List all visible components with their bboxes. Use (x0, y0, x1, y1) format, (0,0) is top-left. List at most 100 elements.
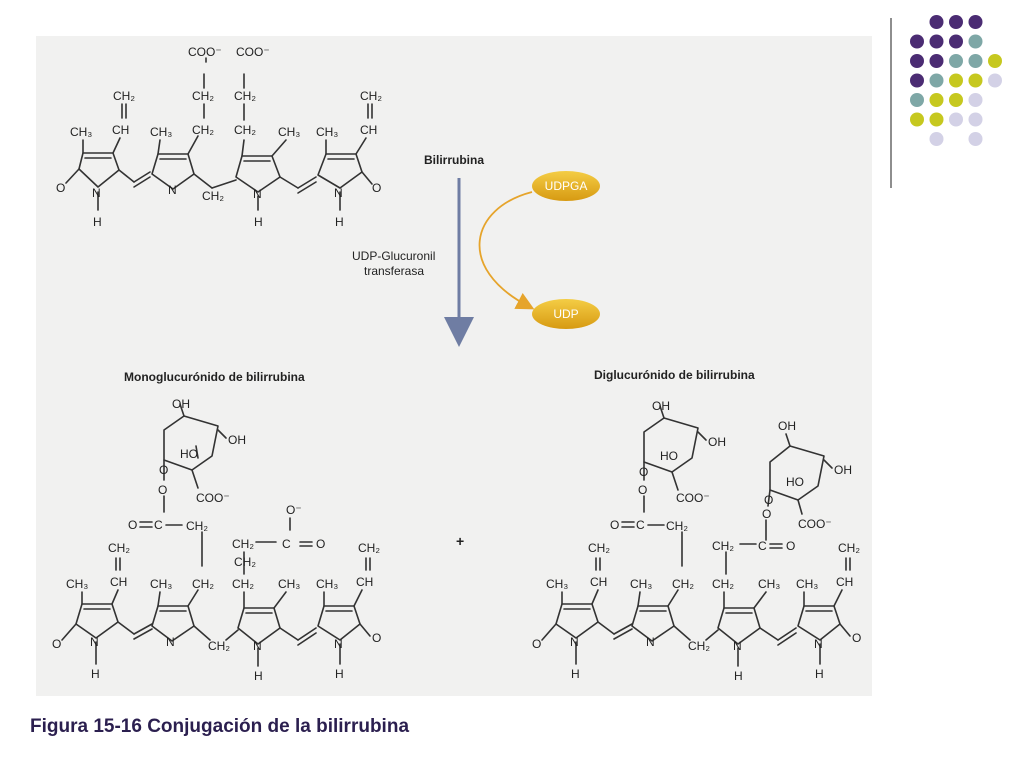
svg-text:CH₂: CH₂ (192, 89, 214, 103)
svg-text:H: H (93, 215, 102, 229)
svg-text:CH₂: CH₂ (186, 519, 208, 533)
decorative-dot (968, 112, 983, 127)
svg-text:CH: CH (590, 575, 607, 589)
decorative-dot (910, 73, 924, 88)
svg-text:HO: HO (180, 447, 198, 461)
svg-text:CH₂: CH₂ (672, 577, 694, 591)
decorative-dot (949, 73, 963, 88)
svg-text:O: O (786, 539, 795, 553)
svg-text:CH₂: CH₂ (666, 519, 688, 533)
decorative-dot (910, 54, 924, 68)
decorative-dot (910, 93, 924, 107)
svg-text:CH₂: CH₂ (234, 123, 256, 137)
svg-text:N: N (814, 637, 823, 651)
svg-text:O: O (56, 181, 65, 195)
decorative-dot (929, 15, 944, 29)
svg-text:CH: CH (112, 123, 129, 137)
svg-text:COO⁻: COO⁻ (188, 45, 222, 59)
svg-text:O: O (638, 483, 647, 497)
svg-text:O: O (159, 463, 168, 477)
svg-text:C: C (636, 518, 645, 532)
svg-text:O: O (372, 181, 381, 195)
svg-text:CH: CH (360, 123, 377, 137)
svg-text:O: O (610, 518, 619, 532)
decorative-dot (949, 54, 963, 68)
diglucuronide-structure: OH OH HO O O COO⁻ O C CH₂ OH OH HO O O C… (532, 399, 861, 683)
svg-text:O: O (764, 493, 773, 507)
svg-text:C: C (282, 537, 291, 551)
svg-text:O: O (316, 537, 325, 551)
svg-text:CH₃: CH₃ (796, 577, 818, 591)
udpga-label: UDPGA (545, 179, 588, 193)
decorative-dot (988, 73, 1002, 88)
decorative-dot (949, 93, 963, 107)
svg-text:N: N (166, 635, 175, 649)
svg-text:O: O (158, 483, 167, 497)
svg-text:CH₂: CH₂ (712, 539, 734, 553)
svg-text:CH₃: CH₃ (150, 125, 172, 139)
svg-text:O: O (762, 507, 771, 521)
svg-text:COO⁻: COO⁻ (798, 517, 832, 531)
decorative-dot (929, 73, 944, 88)
svg-text:CH₃: CH₃ (316, 577, 338, 591)
bilirrubina-label: Bilirrubina (424, 153, 484, 167)
svg-text:CH: CH (836, 575, 853, 589)
decorative-dot (929, 54, 944, 68)
svg-text:C: C (758, 539, 767, 553)
decorative-dot (929, 93, 944, 107)
svg-text:O: O (639, 465, 648, 479)
svg-text:N: N (90, 635, 99, 649)
svg-text:N: N (733, 639, 742, 653)
svg-text:CH₃: CH₃ (66, 577, 88, 591)
svg-text:CH₂: CH₂ (232, 577, 254, 591)
svg-text:OH: OH (778, 419, 796, 433)
svg-text:CH₂: CH₂ (838, 541, 860, 555)
cofactor-arrow (478, 191, 535, 310)
decorative-dot (968, 73, 983, 88)
svg-text:COO⁻: COO⁻ (196, 491, 230, 505)
decorative-dot (968, 132, 983, 146)
svg-text:CH₂: CH₂ (202, 189, 224, 203)
svg-text:OH: OH (708, 435, 726, 449)
svg-text:COO⁻: COO⁻ (676, 491, 710, 505)
svg-text:N: N (92, 186, 101, 200)
decorative-dot (968, 93, 983, 107)
svg-text:CH₂: CH₂ (358, 541, 380, 555)
svg-text:H: H (335, 667, 344, 681)
svg-text:CH: CH (356, 575, 373, 589)
enzyme-label-line1: UDP-Glucuronil (352, 249, 435, 263)
svg-text:O⁻: O⁻ (286, 503, 302, 517)
svg-text:N: N (334, 186, 343, 200)
svg-text:N: N (253, 639, 262, 653)
svg-text:CH₂: CH₂ (192, 123, 214, 137)
svg-text:H: H (91, 667, 100, 681)
udpga-pill (532, 171, 600, 201)
diglucuronide-title: Diglucurónido de bilirrubina (594, 368, 755, 382)
svg-text:C: C (154, 518, 163, 532)
svg-text:H: H (815, 667, 824, 681)
decorative-dot (949, 34, 963, 49)
monoglucuronide-title: Monoglucurónido de bilirrubina (124, 370, 305, 384)
svg-text:OH: OH (172, 397, 190, 411)
svg-text:OH: OH (834, 463, 852, 477)
svg-text:H: H (254, 669, 263, 683)
svg-text:CH₂: CH₂ (234, 89, 256, 103)
decorative-dot (968, 15, 983, 29)
svg-text:CH₂: CH₂ (712, 577, 734, 591)
svg-text:CH₃: CH₃ (278, 577, 300, 591)
decorative-dot (968, 54, 983, 68)
svg-text:CH₂: CH₂ (360, 89, 382, 103)
svg-text:CH₂: CH₂ (234, 555, 256, 569)
figure-caption: Figura 15-16 Conjugación de la bilirrubi… (30, 716, 410, 737)
svg-text:CH₂: CH₂ (192, 577, 214, 591)
svg-text:O: O (372, 631, 381, 645)
decorative-dot (910, 34, 924, 49)
decorative-dot (988, 54, 1002, 68)
svg-text:CH₃: CH₃ (278, 125, 300, 139)
decorative-dot (949, 112, 963, 127)
svg-text:H: H (734, 669, 743, 683)
decorative-dot (968, 34, 983, 49)
svg-text:CH₃: CH₃ (70, 125, 92, 139)
